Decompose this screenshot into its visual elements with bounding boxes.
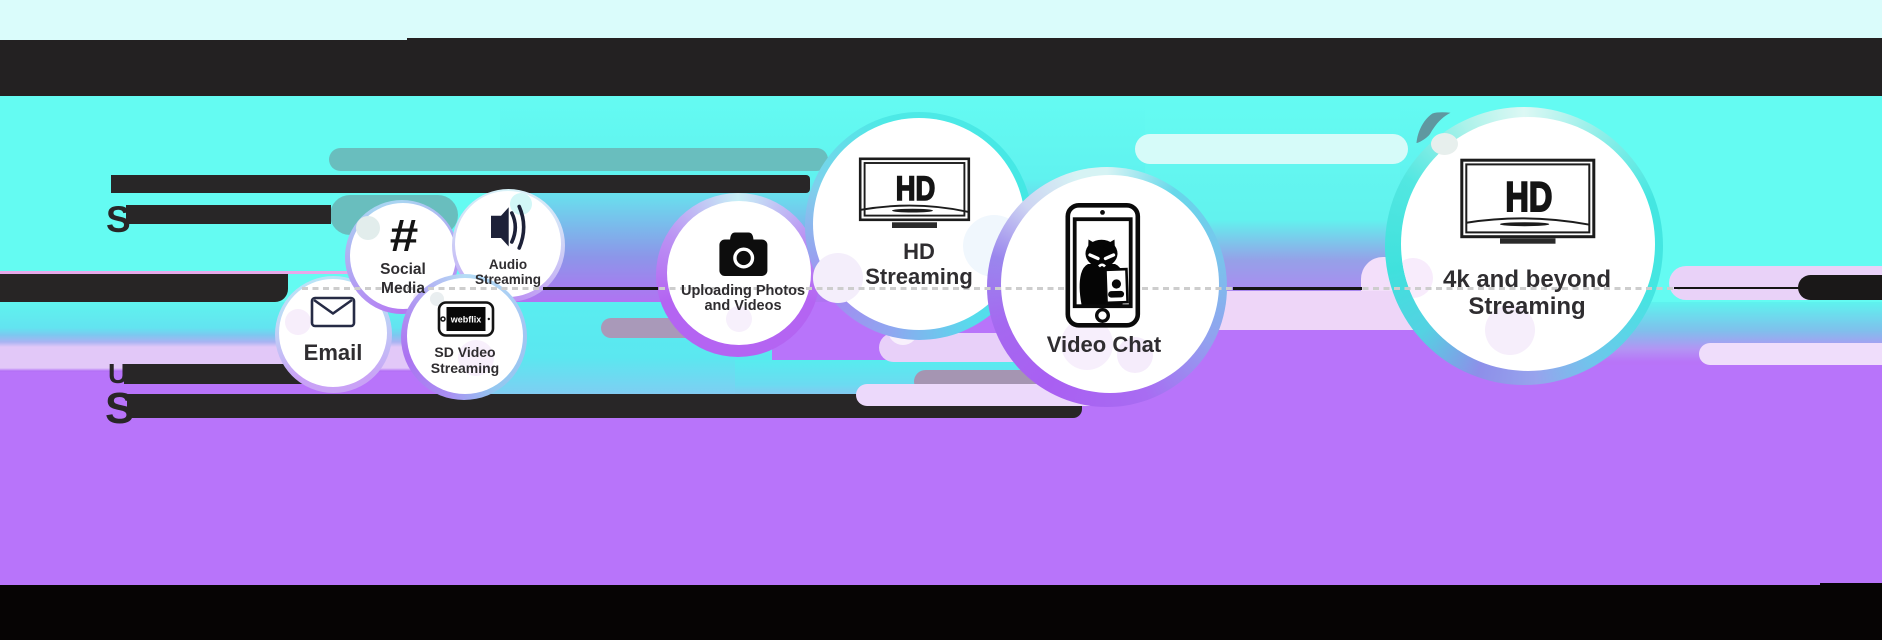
svg-text:webflix: webflix xyxy=(450,315,482,325)
svg-text:HD: HD xyxy=(896,170,936,208)
svg-text:HD: HD xyxy=(1505,173,1552,220)
